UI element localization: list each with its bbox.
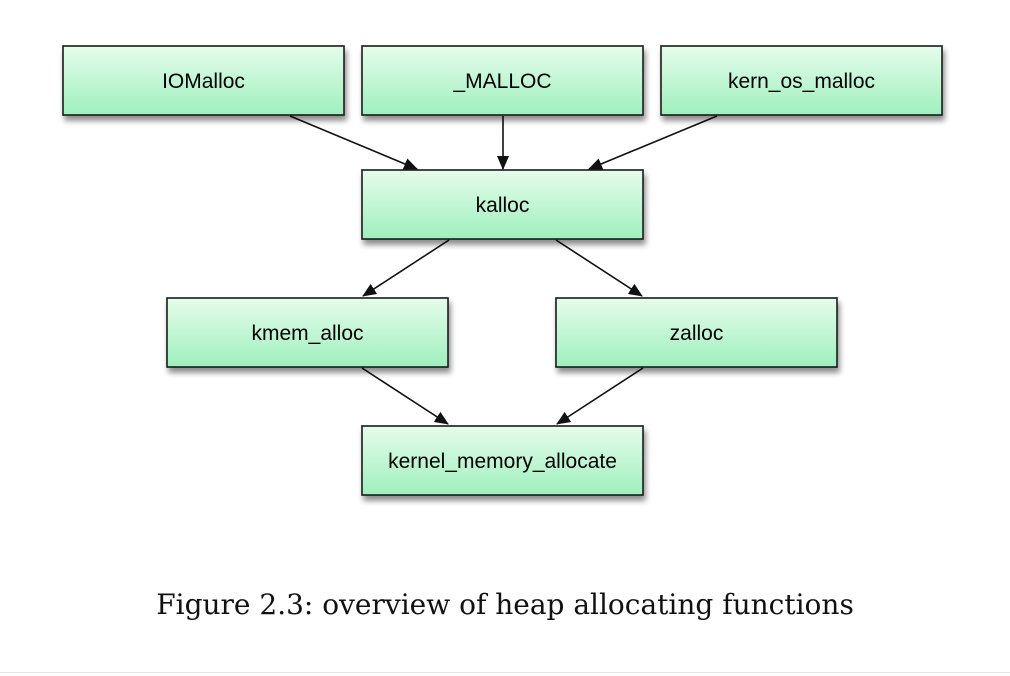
edge-iomalloc-to-kalloc [289, 115, 418, 170]
figure-caption: Figure 2.3: overview of heap allocating … [156, 588, 854, 621]
node-label-zalloc: zalloc [670, 322, 724, 345]
node-kalloc: kalloc [361, 169, 644, 240]
edge-kmem-alloc-to-kernel-memory-allocate [361, 367, 449, 425]
edge-kalloc-to-zalloc [555, 239, 643, 297]
page-divider [0, 672, 1010, 673]
node-malloc: _MALLOC [361, 45, 644, 116]
edges [289, 115, 718, 425]
node-label-iomalloc: IOMalloc [162, 70, 245, 93]
node-kernel-memory-allocate: kernel_memory_allocate [361, 425, 644, 496]
nodes: IOMalloc _MALLOC kern_os_malloc kalloc k… [62, 45, 943, 496]
node-zalloc: zalloc [555, 297, 838, 368]
node-label-kernel-memory-allocate: kernel_memory_allocate [388, 450, 617, 473]
node-label-kern-os-malloc: kern_os_malloc [728, 70, 875, 93]
node-kern-os-malloc: kern_os_malloc [660, 45, 943, 116]
node-label-malloc: _MALLOC [452, 70, 551, 93]
node-iomalloc: IOMalloc [62, 45, 345, 116]
edge-kalloc-to-kmem-alloc [362, 239, 450, 297]
node-label-kmem-alloc: kmem_alloc [251, 322, 363, 345]
node-label-kalloc: kalloc [476, 194, 530, 217]
edge-kern-os-malloc-to-kalloc [588, 115, 718, 170]
edge-zalloc-to-kernel-memory-allocate [556, 367, 644, 425]
node-kmem-alloc: kmem_alloc [166, 297, 449, 368]
